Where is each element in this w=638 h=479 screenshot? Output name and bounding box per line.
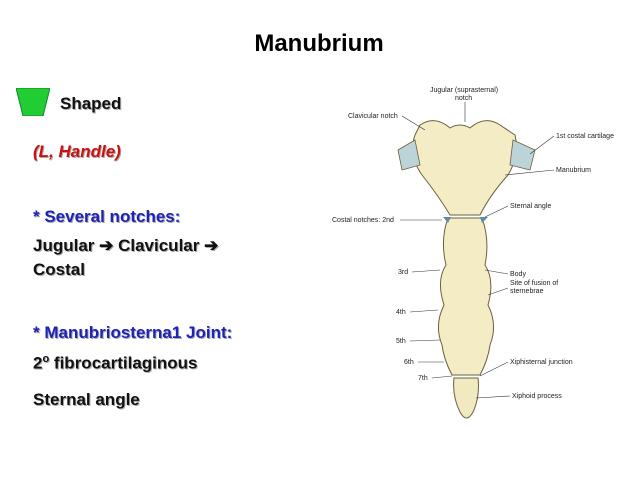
shaped-text: Shaped: [60, 94, 122, 113]
sternum-body-shape: [438, 217, 494, 376]
label-seventh: 7th: [418, 375, 428, 382]
label-xiphoid: Xiphoid process: [512, 393, 562, 400]
latin-handle-text: (L, Handle): [33, 142, 121, 161]
xiphoid-shape: [453, 377, 479, 419]
joint-type: fibrocartilaginous: [49, 353, 198, 373]
notches-heading: * Several notches:: [33, 207, 181, 226]
label-notch: notch: [455, 95, 472, 102]
sternum-diagram: Jugular (suprasternal) notch Clavicular …: [332, 87, 614, 419]
left-first-costal-cartilage: [397, 139, 421, 171]
green-trapezoid-icon: [16, 88, 50, 116]
left-second-notch: [443, 217, 451, 223]
joint-degree: o: [42, 353, 50, 365]
label-fourth: 4th: [396, 309, 406, 316]
notches-line-1: Jugular ➔ Clavicular ➔: [33, 236, 219, 255]
slide-title: Manubrium: [254, 30, 384, 57]
right-first-costal-cartilage: [509, 139, 536, 171]
label-sixth: 6th: [404, 359, 414, 366]
joint-line-2: Sternal angle: [33, 390, 140, 409]
right-second-notch: [480, 217, 488, 223]
label-manubrium: Manubrium: [556, 167, 591, 174]
manubrium-shape: [412, 120, 517, 216]
label-fifth: 5th: [396, 338, 406, 345]
label-first-costal-cartilage: 1st costal cartilage: [556, 133, 614, 140]
label-body: Body: [510, 271, 526, 278]
joint-heading: * Manubriosterna1 Joint:: [33, 323, 233, 342]
label-xiphisternal: Xiphisternal junction: [510, 359, 573, 366]
label-third: 3rd: [398, 269, 408, 276]
joint-line-1: 2o fibrocartilaginous: [33, 353, 198, 374]
label-fusion-1: Site of fusion of: [510, 280, 558, 287]
label-jugular: Jugular (suprasternal): [430, 87, 498, 94]
label-clavicular-notch: Clavicular notch: [348, 113, 398, 120]
joint-number: 2: [33, 353, 43, 373]
label-costal-notches: Costal notches: 2nd: [332, 217, 394, 224]
label-sternal-angle: Sternal angle: [510, 203, 551, 210]
label-fusion-2: sternebrae: [510, 288, 544, 295]
notches-line-2: Costal: [33, 260, 85, 279]
